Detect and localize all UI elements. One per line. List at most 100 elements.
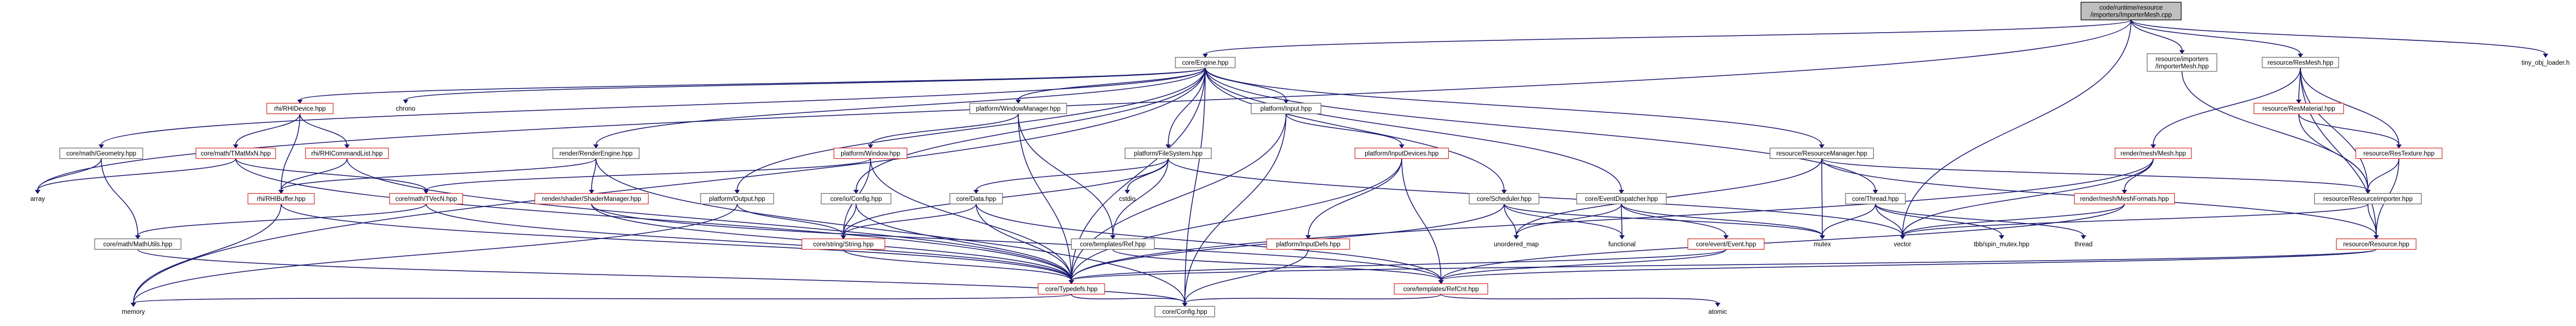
node-event[interactable]: core/event/Event.hpp — [1687, 238, 1765, 250]
node-label: thread — [2075, 241, 2093, 248]
edge-filesystem-to-ref — [1112, 158, 1169, 236]
edge-thread-to-tbb — [1875, 204, 2002, 236]
edge-rhicmdlist-to-rhibuffer — [281, 158, 348, 190]
node-inputdefs[interactable]: platform/InputDefs.hpp — [1266, 238, 1350, 250]
edge-rendermesh-to-typedefs — [1071, 158, 2154, 281]
node-box — [247, 193, 315, 205]
node-rhibuffer[interactable]: rhi/RHIBuffer.hpp — [247, 193, 315, 205]
edge-resmesh-to-resimporter — [2300, 68, 2368, 190]
edge-arrowhead — [1715, 303, 1720, 307]
node-resimporter[interactable]: resource/ResourceImporter.hpp — [2314, 193, 2422, 205]
edge-arrowhead — [1069, 280, 1074, 284]
node-box — [1154, 306, 1215, 318]
node-resource[interactable]: resource/Resource.hpp — [2336, 238, 2417, 250]
node-box — [1576, 193, 1667, 205]
node-box — [1354, 147, 1449, 159]
edge-arrowhead — [841, 235, 846, 240]
node-data[interactable]: core/Data.hpp — [949, 193, 1003, 205]
node-impmesh[interactable]: resource/importers/ImporterMesh.hpp — [2147, 53, 2217, 72]
edge-resmaterial-to-restexture — [2298, 113, 2399, 145]
edge-root-to-tinyobj — [2131, 19, 2546, 55]
node-root[interactable]: code/runtime/resource/importers/Importer… — [2080, 2, 2182, 20]
node-resmesh[interactable]: resource/ResMesh.hpp — [2262, 56, 2339, 69]
edge-engine-to-thread — [1205, 68, 1876, 190]
edge-arrowhead — [1438, 280, 1444, 284]
node-tvecn[interactable]: core/math/TVecN.hpp — [389, 193, 463, 205]
edge-rhibuffer-to-memory — [133, 204, 282, 303]
node-windowmgr[interactable]: platform/WindowManager.hpp — [969, 102, 1067, 115]
edge-rendermesh-to-vector — [1902, 158, 2154, 236]
node-typedefs[interactable]: core/Typedefs.hpp — [1038, 283, 1105, 295]
edge-scheduler-to-mutex — [1504, 203, 1823, 236]
node-label: core/templates/RefCnt.hpp — [1403, 286, 1479, 293]
node-label: platform/Window.hpp — [841, 151, 900, 157]
node-renderengine[interactable]: render/RenderEngine.hpp — [552, 147, 640, 159]
node-label: core/io/Config.hpp — [830, 196, 882, 203]
edge-resource-to-refcnt — [1440, 249, 2377, 281]
node-filesystem[interactable]: platform/FileSystem.hpp — [1124, 147, 1212, 159]
edge-arrowhead — [2396, 144, 2402, 149]
edge-mathutils-to-config — [137, 249, 1185, 304]
node-resmanager[interactable]: resource/ResourceManager.hpp — [1769, 147, 1874, 159]
edge-event-to-refcnt — [1440, 249, 1727, 281]
edge-thread-to-vector — [1875, 204, 1903, 236]
node-tmatmxn[interactable]: core/math/TMatMxN.hpp — [195, 147, 276, 159]
edge-rhidevice-to-rhicmdlist — [299, 113, 348, 145]
node-geometry[interactable]: core/math/Geometry.hpp — [59, 147, 143, 159]
node-label: core/math/TVecN.hpp — [395, 196, 457, 203]
edge-data-to-typedefs — [976, 204, 1072, 281]
node-label: core/Thread.hpp — [1852, 196, 1899, 203]
node-output[interactable]: platform/Output.hpp — [700, 193, 774, 205]
node-label: rhi/RHICommandList.hpp — [311, 151, 382, 157]
node-rhicmdlist[interactable]: rhi/RHICommandList.hpp — [305, 147, 389, 159]
node-label: resource/ResMaterial.hpp — [2262, 106, 2335, 112]
edge-arrowhead — [99, 144, 104, 149]
node-rhidevice[interactable]: rhi/RHIDevice.hpp — [266, 102, 334, 115]
edge-thread-to-threadstd — [1875, 204, 2084, 236]
node-eventdispatcher[interactable]: core/EventDispatcher.hpp — [1576, 193, 1667, 205]
edge-engine-to-filesystem — [1168, 68, 1206, 145]
node-box — [94, 238, 182, 250]
edge-arrowhead — [1399, 144, 1404, 149]
node-label: core/math/TMatMxN.hpp — [201, 151, 271, 157]
node-thread[interactable]: core/Thread.hpp — [1845, 193, 1906, 205]
node-config[interactable]: core/Config.hpp — [1154, 306, 1215, 318]
node-box — [969, 102, 1067, 115]
node-label: core/Config.hpp — [1162, 309, 1207, 315]
node-engine[interactable]: core/Engine.hpp — [1175, 56, 1236, 69]
edge-resource-to-typedefs — [1071, 249, 2377, 281]
node-window[interactable]: platform/Window.hpp — [833, 147, 908, 159]
edge-arrowhead — [1501, 190, 1507, 194]
edge-eventdispatcher-to-unordered_map — [1516, 204, 1622, 236]
node-chrono: chrono — [396, 106, 415, 112]
node-shadermgr[interactable]: render/shader/ShaderManager.hpp — [534, 193, 649, 205]
edge-renderengine-to-shadermgr — [591, 158, 597, 190]
edge-root-to-resmesh — [2131, 19, 2301, 54]
node-resmaterial[interactable]: resource/ResMaterial.hpp — [2253, 102, 2344, 115]
node-box — [2262, 56, 2339, 69]
edge-rhicmdlist-to-typedefs — [346, 158, 1072, 281]
node-refcnt[interactable]: core/templates/RefCnt.hpp — [1393, 283, 1489, 295]
node-inputdevices[interactable]: platform/InputDevices.hpp — [1354, 147, 1449, 159]
edge-engine-to-renderengine — [595, 68, 1206, 145]
edge-engine-to-resmanager — [1205, 68, 1822, 145]
node-scheduler[interactable]: core/Scheduler.hpp — [1469, 193, 1540, 205]
node-config_io[interactable]: core/io/Config.hpp — [821, 193, 892, 205]
edge-geometry-to-array — [37, 158, 102, 190]
node-rendermesh[interactable]: render/mesh/Mesh.hpp — [2114, 147, 2192, 159]
edge-renderengine-to-rhibuffer — [281, 158, 597, 191]
edge-resmesh-to-rendermesh — [2153, 68, 2301, 145]
node-meshformats[interactable]: render/mesh/MeshFormats.hpp — [2074, 193, 2175, 205]
node-layer: code/runtime/resource/importers/Importer… — [30, 2, 2569, 318]
edge-rhibuffer-to-typedefs — [281, 204, 1072, 281]
node-box — [1038, 283, 1105, 295]
node-restexture[interactable]: resource/ResTexture.hpp — [2355, 147, 2443, 159]
edge-engine-to-config — [1184, 68, 1206, 303]
node-ref[interactable]: core/templates/Ref.hpp — [1071, 238, 1155, 250]
node-mathutils[interactable]: core/math/MathUtils.hpp — [94, 238, 182, 250]
edge-refcnt-to-atomic — [1440, 293, 1718, 304]
node-string[interactable]: core/string/String.hpp — [801, 238, 885, 250]
node-label: resource/ResTexture.hpp — [2364, 151, 2434, 157]
node-label: tbb/spin_mutex.hpp — [1974, 241, 2029, 248]
node-input[interactable]: platform/Input.hpp — [1251, 102, 1321, 115]
